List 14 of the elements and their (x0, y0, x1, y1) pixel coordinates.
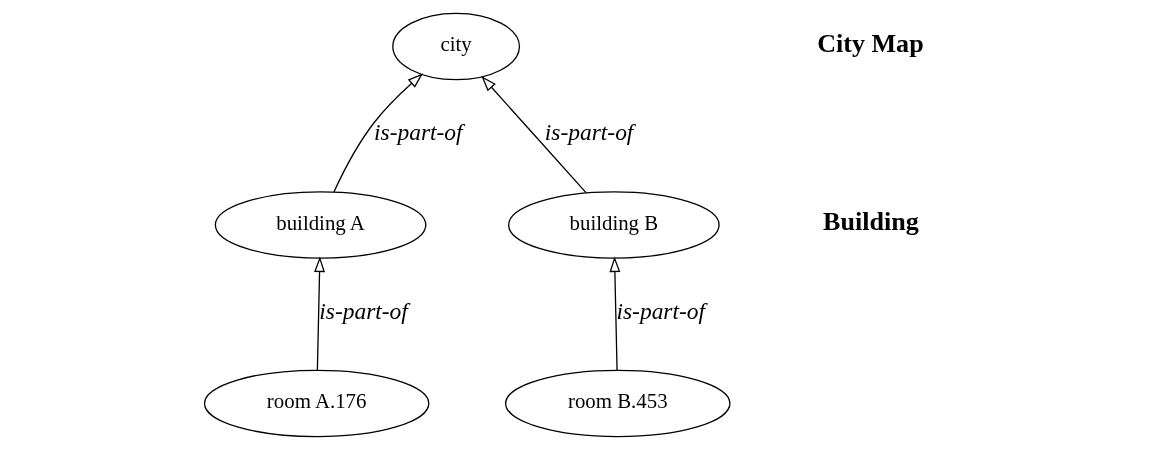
node-ellipse: room A.176 (203, 369, 430, 438)
node-ellipse: room B.453 (505, 369, 731, 438)
node-ellipse: building B (508, 191, 720, 259)
node-ellipse: city (392, 12, 521, 81)
label: Building (823, 207, 919, 237)
arrow (481, 75, 587, 194)
arrow (333, 73, 424, 193)
arrow (609, 256, 621, 371)
arrow (314, 256, 326, 371)
edge-label: is-part-of (374, 119, 463, 146)
edge-label: is-part-of (544, 119, 634, 146)
edge-label: is-part-of (616, 297, 706, 324)
label: City Map (817, 28, 924, 58)
node-ellipse: building A (214, 191, 427, 259)
